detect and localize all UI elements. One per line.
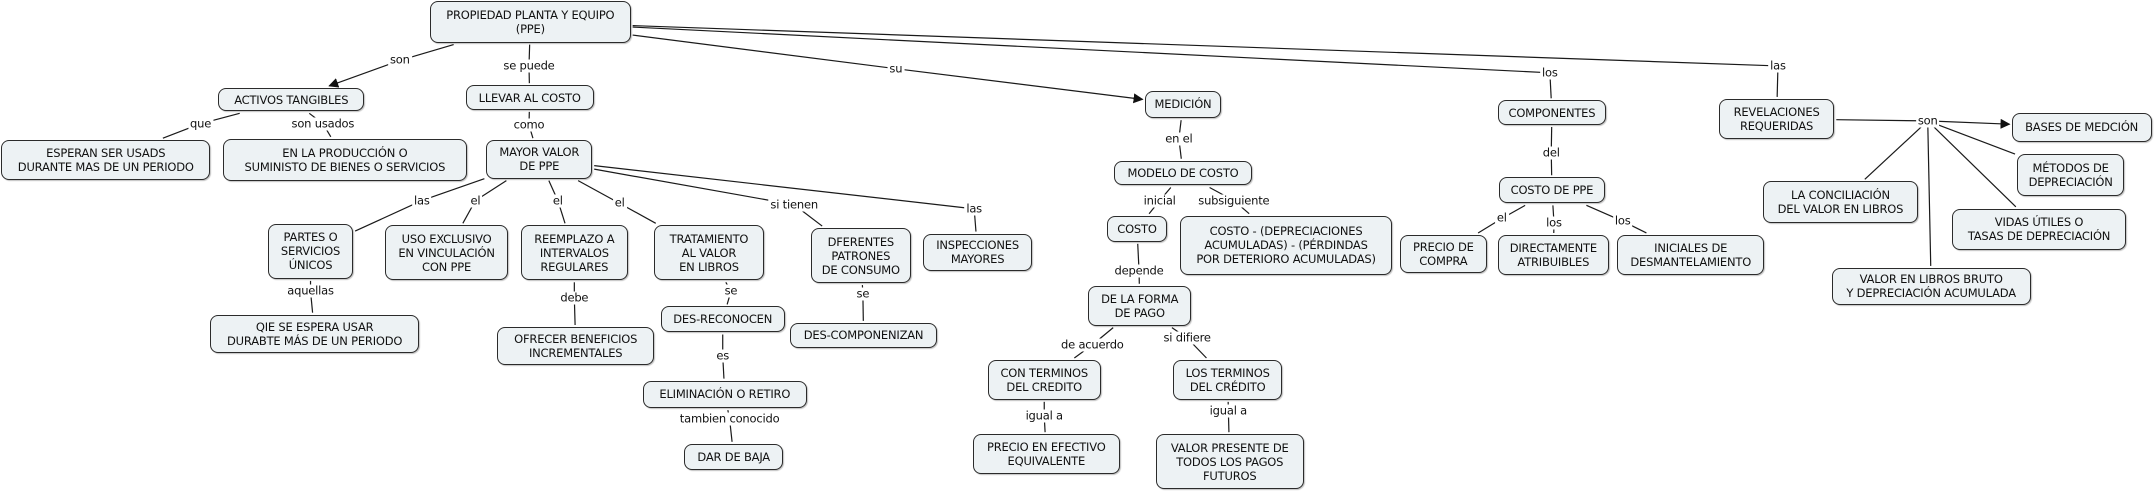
concept-node-root[interactable]: PROPIEDAD PLANTA Y EQUIPO (PPE): [430, 1, 631, 43]
link-label: igual a: [1207, 403, 1250, 418]
link-line-mayor: [421, 178, 485, 202]
concept-node-conterminos[interactable]: CON TERMINOS DEL CREDITO: [987, 359, 1101, 400]
link-label: en el: [1163, 131, 1195, 146]
concept-node-metodos[interactable]: MÉTODOS DE DEPRECIACIÓN: [2017, 153, 2125, 197]
link-line-valorbruto: [1927, 120, 1932, 266]
concept-node-iniciales[interactable]: INICIALES DE DESMANTELAMIENTO: [1617, 234, 1765, 275]
concept-node-modelo[interactable]: MODELO DE COSTO: [1114, 160, 1252, 186]
concept-node-costo[interactable]: COSTO: [1107, 215, 1167, 242]
concept-node-forma[interactable]: DE LA FORMA DE PAGO: [1088, 285, 1192, 326]
concept-node-darbaja[interactable]: DAR DE BAJA: [684, 443, 784, 470]
concept-node-qie[interactable]: QIE SE ESPERA USAR DURABTE MÁS DE UN PER…: [210, 314, 420, 354]
link-label: son usados: [289, 116, 357, 131]
link-line-vidas: [1927, 120, 2017, 208]
concept-node-activos[interactable]: ACTIVOS TANGIBLES: [218, 87, 365, 112]
concept-node-ofrecer[interactable]: OFRECER BENEFICIOS INCREMENTALES: [497, 327, 654, 366]
link-line-medicion: [895, 68, 1144, 104]
link-label: el: [550, 193, 565, 208]
link-label: de acuerdo: [1059, 337, 1126, 352]
concept-node-vidas[interactable]: VIDAS ÚTILES O TASAS DE DEPRECIACIÓN: [1952, 208, 2126, 251]
concept-node-dferentes[interactable]: DFERENTES PATRONES DE CONSUMO: [810, 228, 911, 284]
concept-node-medicion[interactable]: MEDICIÓN: [1144, 90, 1222, 119]
concept-node-revelaciones[interactable]: REVELACIONES REQUERIDAS: [1718, 98, 1835, 139]
concept-node-desreconocen[interactable]: DES-RECONOCEN: [660, 306, 785, 333]
concept-node-bases[interactable]: BASES DE MEDCIÓN: [2011, 112, 2152, 142]
link-line-revelaciones: [1836, 119, 1928, 122]
link-line-root: [632, 24, 1778, 67]
concept-node-descomponenizan[interactable]: DES-COMPONENIZAN: [790, 322, 938, 348]
link-label: las: [411, 193, 432, 208]
concept-node-produccion[interactable]: EN LA PRODUCCIÓN O SUMINISTO DE BIENES O…: [222, 138, 468, 182]
link-line-partes: [354, 200, 423, 232]
link-line-mayor: [594, 168, 795, 206]
link-label: del: [1540, 145, 1562, 159]
link-label: inicial: [1141, 193, 1178, 208]
concept-node-precioefectivo[interactable]: PRECIO EN EFECTIVO EQUIVALENTE: [972, 434, 1120, 475]
concept-node-mayor[interactable]: MAYOR VALOR DE PPE: [486, 140, 593, 179]
link-label: el: [468, 193, 483, 208]
link-label: los: [1540, 65, 1560, 80]
link-line-root: [632, 26, 1550, 74]
link-label: aquellas: [285, 283, 336, 298]
link-label: se puede: [501, 58, 557, 73]
link-line-mayor: [594, 165, 975, 210]
concept-node-eliminacion[interactable]: ELIMINACIÓN O RETIRO: [643, 380, 807, 409]
link-label: las: [1768, 58, 1788, 73]
concept-node-llevar[interactable]: LLEVAR AL COSTO: [465, 85, 594, 110]
concept-node-preciocompra[interactable]: PRECIO DE COMPRA: [1400, 234, 1487, 274]
concept-node-partes[interactable]: PARTES O SERVICIOS ÚNICOS: [267, 223, 354, 279]
link-label: se: [722, 283, 740, 298]
link-line-conciliacion: [1864, 120, 1929, 180]
concept-node-directamente[interactable]: DIRECTAMENTE ATRIBUIBLES: [1497, 234, 1609, 275]
concept-node-componentes[interactable]: COMPONENTES: [1497, 100, 1607, 126]
link-label: subsiguiente: [1196, 193, 1272, 208]
concept-node-esperan[interactable]: ESPERAN SER USADS DURANTE MAS DE UN PERI…: [1, 140, 211, 180]
link-label: como: [511, 117, 547, 132]
concept-node-costoppe[interactable]: COSTO DE PPE: [1499, 177, 1605, 204]
link-label: si tienen: [768, 197, 820, 212]
concept-node-uso[interactable]: USO EXCLUSIVO EN VINCULACIÓN CON PPE: [384, 225, 509, 281]
link-label: los: [1544, 215, 1564, 230]
link-label: el: [612, 195, 627, 210]
link-label: las: [964, 201, 984, 216]
link-line-root: [632, 34, 896, 70]
link-label: son: [1915, 113, 1940, 128]
concept-node-valorbruto[interactable]: VALOR EN LIBROS BRUTO Y DEPRECIACIÓN ACU…: [1831, 267, 2031, 306]
link-label: debe: [558, 290, 591, 305]
concept-node-conciliacion[interactable]: LA CONCILIACIÓN DEL VALOR EN LIBROS: [1762, 181, 1919, 223]
concept-node-inspecciones[interactable]: INSPECCIONES MAYORES: [923, 233, 1032, 271]
concept-node-reemplazo[interactable]: REEMPLAZO A INTERVALOS REGULARES: [520, 225, 628, 281]
concept-node-tratamiento[interactable]: TRATAMIENTO AL VALOR EN LIBROS: [654, 225, 764, 281]
concept-node-losterminos[interactable]: LOS TERMINOS DEL CRÉDITO: [1173, 359, 1282, 400]
link-label: su: [887, 61, 905, 76]
link-line-metodos: [1927, 120, 2016, 155]
link-line-bases: [1927, 118, 2011, 129]
link-label: tambien conocido: [677, 411, 782, 426]
link-label: que: [188, 116, 214, 131]
link-label: si difiere: [1161, 330, 1213, 345]
concept-node-valorpresente[interactable]: VALOR PRESENTE DE TODOS LOS PAGOS FUTURO…: [1155, 434, 1304, 490]
link-label: se: [854, 286, 872, 301]
link-label: es: [714, 348, 732, 363]
link-label: depende: [1112, 263, 1166, 278]
link-label: igual a: [1023, 408, 1065, 423]
link-label: el: [1494, 210, 1509, 225]
link-label: son: [387, 52, 412, 67]
concept-node-costodep[interactable]: COSTO - (DEPRECIACIONES ACUMULADAS) - (P…: [1180, 215, 1392, 275]
link-label: los: [1612, 213, 1633, 228]
